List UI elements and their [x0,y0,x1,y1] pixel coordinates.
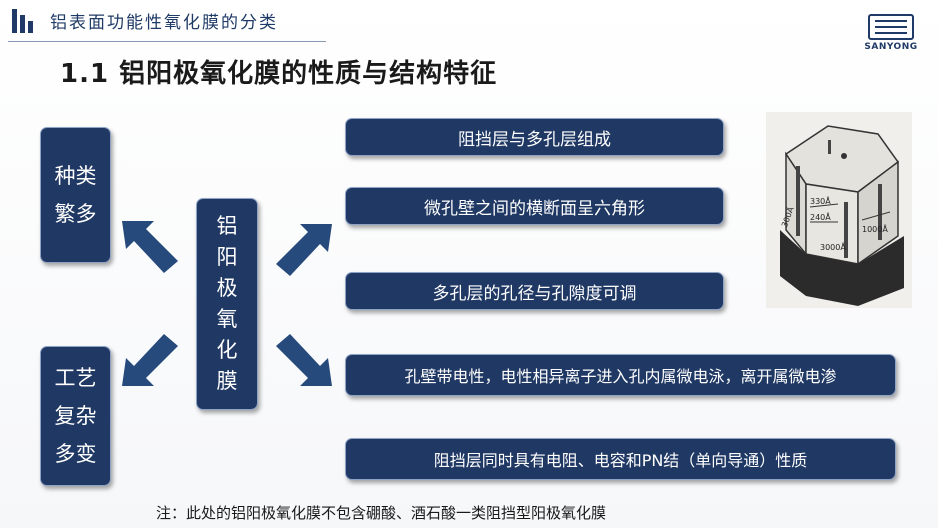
company-logo: SANYONG [856,14,926,52]
property-box: 微孔壁之间的横断面呈六角形 [345,187,724,225]
property-text: 多孔层的孔径与孔隙度可调 [432,283,637,304]
arrow-up-left-icon [122,221,178,273]
diagram-label: 3000Å [820,241,846,252]
property-box: 孔壁带电性，电性相异离子进入孔内属微电泳，离开属微电渗 [345,354,896,396]
property-box: 阻挡层与多孔层组成 [345,118,724,156]
header-divider [8,41,326,42]
bar-chart-icon [12,9,42,33]
center-char: 极 [216,276,238,300]
left-bottom-line: 工艺 [54,366,97,390]
left-top-line: 繁多 [54,202,97,226]
center-char: 铝 [216,214,238,238]
property-text: 微孔壁之间的横断面呈六角形 [424,198,645,219]
oxide-cell-diagram: 330Å 240Å 300Å 3000Å 1000Å [766,112,912,308]
property-text: 孔壁带电性，电性相异离子进入孔内属微电泳，离开属微电渗 [404,367,837,386]
left-bottom-line: 多变 [54,442,97,466]
left-bottom-box: 工艺 复杂 多变 [40,346,111,486]
arrow-up-right-icon [276,224,332,276]
footnote: 注：此处的铝阳极氧化膜不包含硼酸、酒石酸一类阻挡型阳极氧化膜 [156,504,607,522]
center-char: 阳 [216,245,238,269]
header-title: 铝表面功能性氧化膜的分类 [50,13,278,33]
property-text: 阻挡层同时具有电阻、电容和PN结（单向导通）性质 [433,451,808,470]
center-box: 铝 阳 极 氧 化 膜 [196,198,258,410]
diagram-label: 330Å [810,195,831,206]
property-box: 多孔层的孔径与孔隙度可调 [345,272,724,310]
left-bottom-line: 复杂 [54,404,97,428]
logo-mark-icon [868,14,914,40]
center-char: 膜 [216,369,238,393]
arrow-down-left-icon [122,334,178,386]
center-char: 氧 [216,307,238,331]
logo-text: SANYONG [864,42,918,52]
diagram-label: 1000Å [862,223,888,234]
left-top-box: 种类 繁多 [40,127,111,263]
property-box: 阻挡层同时具有电阻、电容和PN结（单向导通）性质 [345,438,896,480]
diagram-label: 240Å [810,211,831,222]
arrow-down-right-icon [276,334,332,386]
center-char: 化 [216,338,238,362]
section-title: 1.1 铝阳极氧化膜的性质与结构特征 [60,59,498,89]
left-top-line: 种类 [54,164,97,188]
property-text: 阻挡层与多孔层组成 [458,129,611,150]
